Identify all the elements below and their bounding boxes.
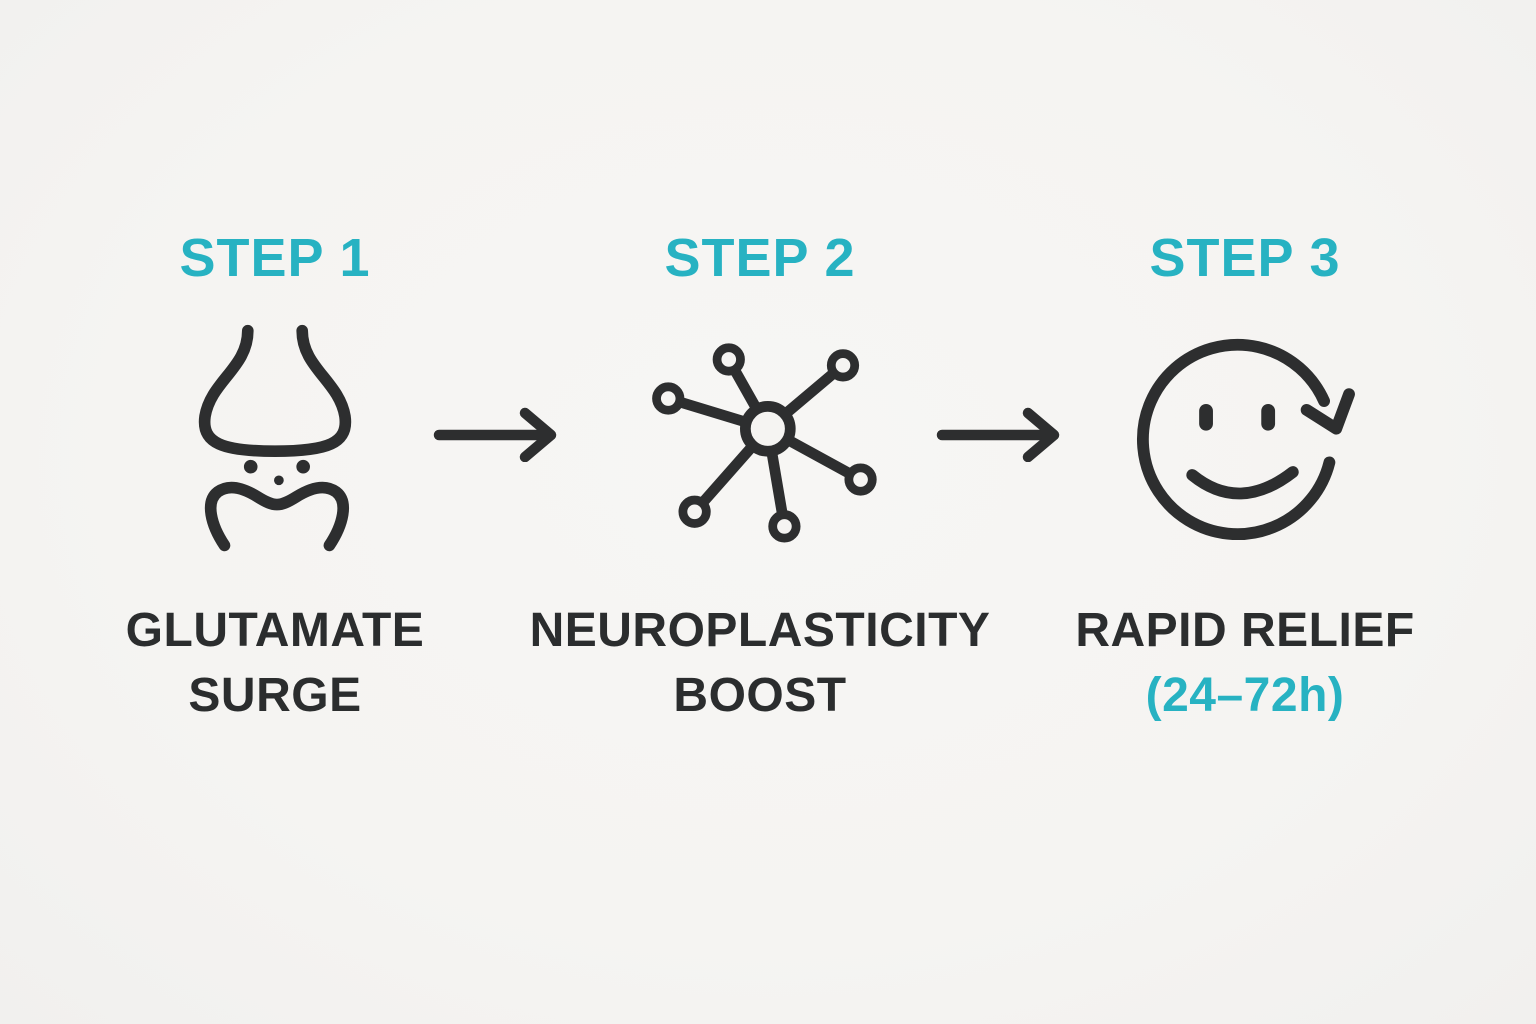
step-1-label: GLUTAMATE SURGE bbox=[126, 598, 425, 728]
step-3-column: STEP 3 RAPID RELIEF (24–72h) bbox=[1010, 228, 1480, 728]
step-3-label: RAPID RELIEF (24–72h) bbox=[1075, 598, 1414, 728]
neuron-network-icon bbox=[638, 338, 883, 543]
synapse-postsynaptic-receptor bbox=[204, 481, 349, 552]
cycle-arrowhead bbox=[1300, 388, 1355, 435]
step-2-icon-box bbox=[638, 300, 883, 580]
arrow-step2-to-step3-icon bbox=[936, 406, 1074, 462]
step-1-label-line1: GLUTAMATE bbox=[125, 604, 425, 657]
smiley-face-arc bbox=[1136, 338, 1336, 540]
step-2-label-line1: NEUROPLASTICITY bbox=[529, 604, 991, 657]
step-1-icon-box bbox=[197, 300, 353, 580]
step-3-title: STEP 3 bbox=[1149, 228, 1341, 288]
neurotransmitter-dot bbox=[296, 459, 310, 474]
step-1-title: STEP 1 bbox=[179, 228, 371, 288]
synapse-presynaptic-bulb bbox=[198, 324, 352, 457]
step-1-label-line2: SURGE bbox=[188, 669, 362, 722]
step-3-icon-box bbox=[1129, 300, 1361, 580]
step-2-label-line2: BOOST bbox=[673, 669, 847, 722]
neuron-terminal-nodes bbox=[651, 342, 877, 543]
smiley-cycle-icon bbox=[1129, 334, 1361, 546]
arrow-step1-to-step2-icon bbox=[433, 406, 571, 462]
step-1-column: STEP 1 GLUTAMATE SURGE bbox=[45, 228, 505, 728]
step-2-label: NEUROPLASTICITY BOOST bbox=[530, 598, 991, 728]
step-3-label-line2: (24–72h) bbox=[1145, 669, 1345, 722]
neuron-soma bbox=[739, 400, 796, 457]
synapse-icon bbox=[197, 321, 353, 559]
neurotransmitter-dot bbox=[274, 475, 284, 486]
step-2-column: STEP 2 bbox=[505, 228, 1015, 728]
smiley-mouth bbox=[1186, 466, 1299, 500]
neurotransmitter-dot bbox=[243, 459, 258, 474]
step-3-label-line1: RAPID RELIEF bbox=[1075, 604, 1415, 657]
step-2-title: STEP 2 bbox=[664, 228, 856, 288]
